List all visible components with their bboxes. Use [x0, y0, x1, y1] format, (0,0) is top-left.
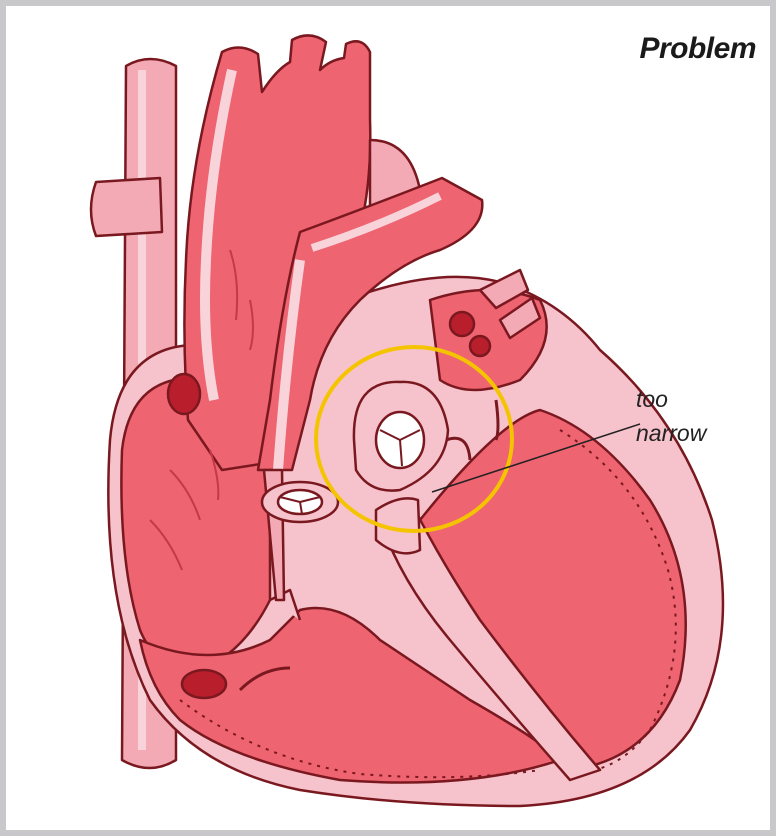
aortic-valve: [376, 412, 424, 468]
vessel-branch: [91, 178, 162, 236]
pulmonary-valve: [278, 490, 322, 514]
diagram-title: Problem: [639, 32, 756, 66]
callout-line-2: narrow: [636, 416, 706, 450]
callout-line-1: too: [636, 382, 706, 416]
callout-label: too narrow: [636, 382, 706, 450]
